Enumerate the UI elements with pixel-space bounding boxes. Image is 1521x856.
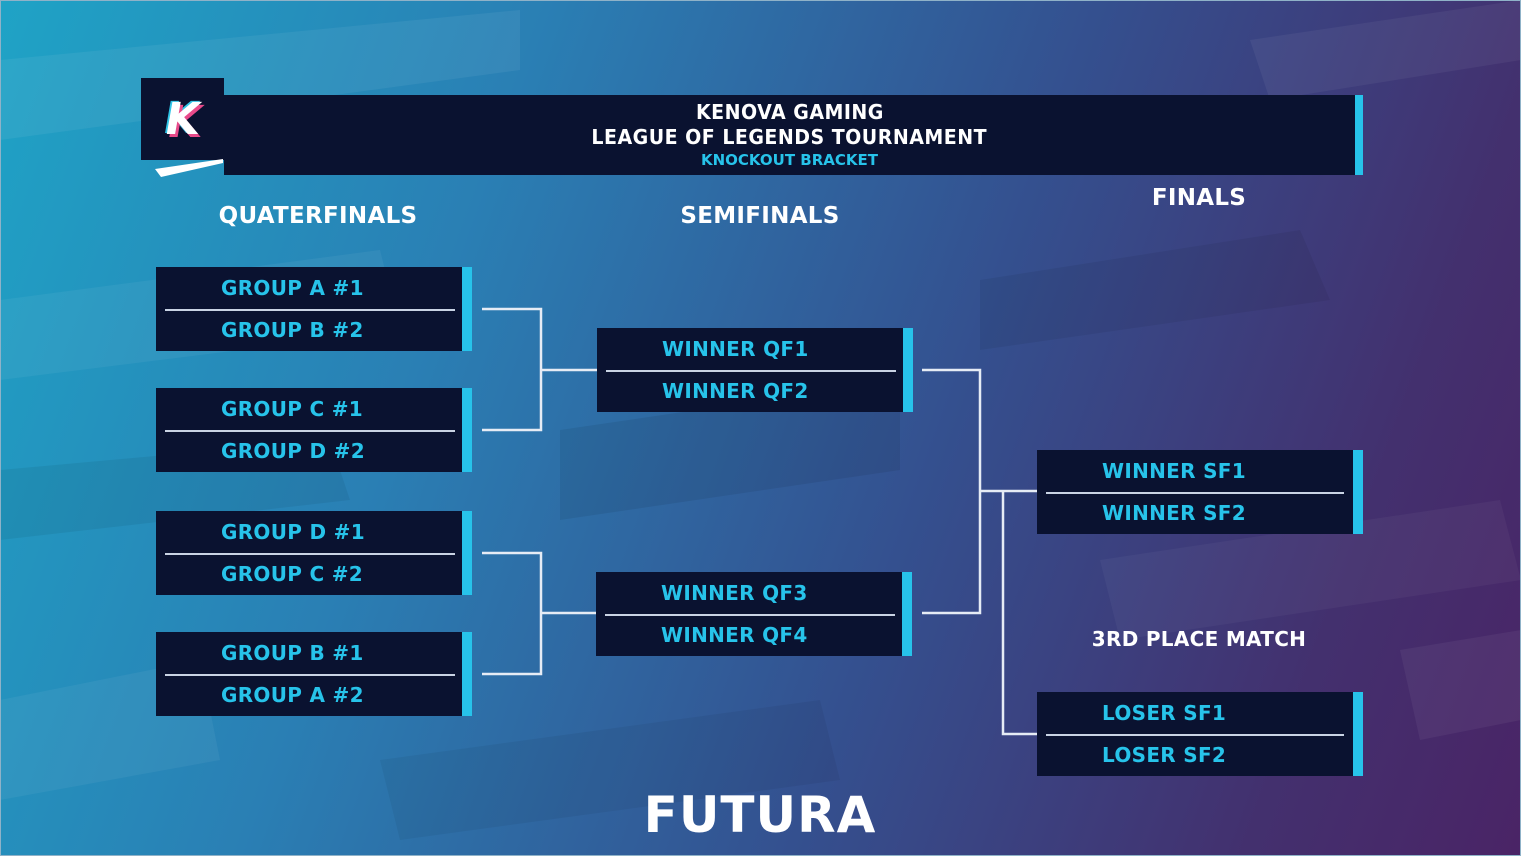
match-qf2[interactable]: GROUP C #1 GROUP D #2 <box>156 388 472 472</box>
match-slot: WINNER QF4 <box>661 623 808 647</box>
match-slot: GROUP C #2 <box>221 562 363 586</box>
match-qf4[interactable]: GROUP B #1 GROUP A #2 <box>156 632 472 716</box>
header-org-name: KENOVA GAMING <box>695 100 884 124</box>
match-slot: WINNER QF2 <box>662 379 809 403</box>
match-slot: GROUP A #2 <box>221 683 364 707</box>
match-slot: WINNER SF1 <box>1102 459 1246 483</box>
match-slot: LOSER SF1 <box>1102 701 1227 725</box>
round-label-finals: FINALS <box>1151 185 1247 211</box>
match-divider <box>165 309 455 311</box>
futura-logo: FUTURA <box>643 786 877 844</box>
round-label-third-place: 3RD PLACE MATCH <box>1091 627 1307 651</box>
header-accent-bar <box>1355 95 1363 175</box>
match-divider <box>1046 734 1344 736</box>
match-qf3[interactable]: GROUP D #1 GROUP C #2 <box>156 511 472 595</box>
match-divider <box>1046 492 1344 494</box>
match-third-place[interactable]: LOSER SF1 LOSER SF2 <box>1037 692 1363 776</box>
match-slot: WINNER SF2 <box>1102 501 1246 525</box>
kenova-logo: K <box>141 78 224 160</box>
match-qf1[interactable]: GROUP A #1 GROUP B #2 <box>156 267 472 351</box>
match-slot: LOSER SF2 <box>1102 743 1227 767</box>
match-slot: WINNER QF3 <box>661 581 808 605</box>
match-slot: GROUP D #2 <box>221 439 365 463</box>
match-slot: GROUP D #1 <box>221 520 365 544</box>
match-sf1[interactable]: WINNER QF1 WINNER QF2 <box>597 328 913 412</box>
header-banner: KENOVA GAMING LEAGUE OF LEGENDS TOURNAME… <box>224 95 1355 175</box>
match-sf2[interactable]: WINNER QF3 WINNER QF4 <box>596 572 912 656</box>
round-label-quarterfinals: QUATERFINALS <box>218 203 418 229</box>
match-divider <box>606 370 896 372</box>
match-slot: GROUP C #1 <box>221 397 363 421</box>
header-tournament-title: LEAGUE OF LEGENDS TOURNAMENT <box>591 125 988 149</box>
match-final[interactable]: WINNER SF1 WINNER SF2 <box>1037 450 1363 534</box>
match-slot: GROUP B #2 <box>221 318 364 342</box>
match-divider <box>605 614 895 616</box>
logo-tail-decoration <box>155 159 223 177</box>
match-divider <box>165 674 455 676</box>
header-subtitle: KNOCKOUT BRACKET <box>701 151 878 169</box>
match-divider <box>165 430 455 432</box>
kenova-logo-letter: K <box>160 93 205 145</box>
match-divider <box>165 553 455 555</box>
match-slot: GROUP A #1 <box>221 276 364 300</box>
match-slot: WINNER QF1 <box>662 337 809 361</box>
round-label-semifinals: SEMIFINALS <box>680 203 840 229</box>
match-slot: GROUP B #1 <box>221 641 364 665</box>
